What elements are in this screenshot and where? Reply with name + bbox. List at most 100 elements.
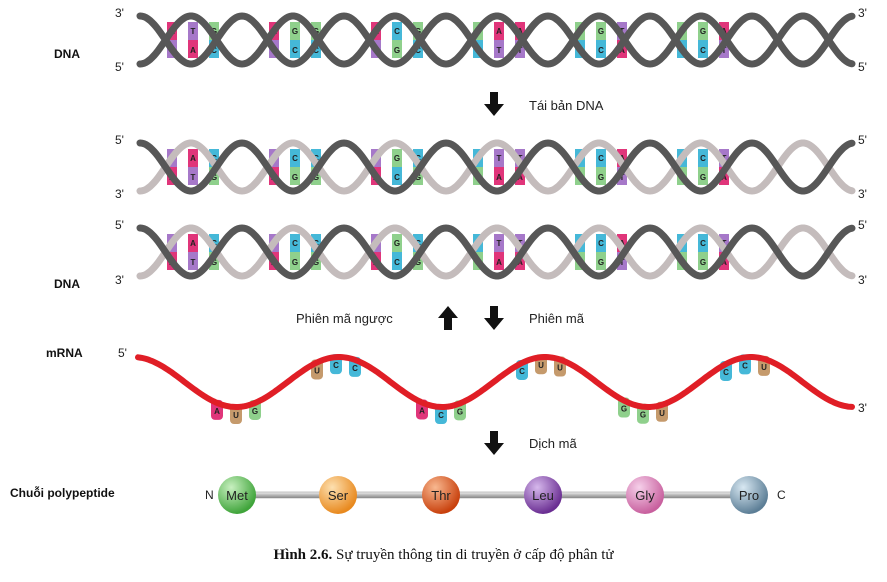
row1-right-bottom-end: 5' bbox=[858, 60, 867, 74]
base-letter: T bbox=[620, 258, 625, 267]
base-letter: C bbox=[700, 239, 706, 248]
base-letter: C bbox=[700, 46, 706, 55]
base-letter: A bbox=[496, 258, 502, 267]
row2-left-top-end: 5' bbox=[115, 133, 124, 147]
replication-arrow-icon bbox=[484, 92, 504, 116]
replication-label: Tái bản DNA bbox=[529, 98, 604, 113]
base-bar-G bbox=[698, 167, 708, 185]
base-letter: C bbox=[598, 239, 604, 248]
dna-daughter-2-strand-a bbox=[136, 224, 856, 280]
base-bar-G bbox=[596, 252, 606, 270]
rna-base-letter: U bbox=[659, 409, 665, 418]
base-letter: T bbox=[722, 46, 727, 55]
base-letter: C bbox=[598, 46, 604, 55]
base-letter: A bbox=[496, 173, 502, 182]
row2-right-top-end: 5' bbox=[858, 133, 867, 147]
base-letter: A bbox=[190, 46, 196, 55]
translation-arrow-icon bbox=[484, 431, 504, 455]
rna-base-letter: U bbox=[557, 364, 563, 373]
mrna-right-end: 3' bbox=[858, 401, 867, 415]
base-letter: G bbox=[700, 173, 706, 182]
row1-left-bottom-end: 5' bbox=[115, 60, 124, 74]
base-letter: C bbox=[598, 154, 604, 163]
base-letter: A bbox=[190, 154, 196, 163]
base-letter: A bbox=[721, 173, 727, 182]
base-letter: T bbox=[191, 173, 196, 182]
base-letter: C bbox=[394, 173, 400, 182]
rna-base-letter: C bbox=[723, 368, 729, 377]
base-letter: C bbox=[394, 258, 400, 267]
rna-base-letter: C bbox=[352, 364, 358, 373]
base-letter: G bbox=[211, 173, 217, 182]
translation-label: Dịch mã bbox=[529, 436, 577, 451]
figure-caption: Hình 2.6. Sự truyền thông tin di truyền … bbox=[0, 547, 887, 564]
rna-base-letter: G bbox=[457, 407, 463, 416]
base-letter: G bbox=[292, 173, 298, 182]
base-bar-T bbox=[494, 149, 504, 167]
base-letter: C bbox=[415, 46, 421, 55]
base-letter: G bbox=[598, 173, 604, 182]
amino-acid-label: Thr bbox=[431, 488, 451, 503]
base-letter: G bbox=[700, 258, 706, 267]
base-letter: A bbox=[721, 258, 727, 267]
amino-acid-ball bbox=[524, 476, 562, 514]
base-letter: T bbox=[497, 154, 502, 163]
peptide-bond-bar bbox=[221, 491, 763, 499]
amino-acid-pro: Pro bbox=[730, 476, 768, 514]
amino-acid-met: Met bbox=[218, 476, 256, 514]
base-bar-C bbox=[698, 149, 708, 167]
base-letter: A bbox=[619, 46, 625, 55]
dna-daughter-2-strand-b bbox=[136, 224, 856, 280]
base-bar-A bbox=[188, 40, 198, 58]
base-bar-T bbox=[188, 252, 198, 270]
base-bar-C bbox=[392, 22, 402, 40]
rna-base-letter: A bbox=[419, 406, 425, 415]
base-bar-T bbox=[188, 167, 198, 185]
base-bar-C bbox=[392, 252, 402, 270]
base-bar-A bbox=[494, 252, 504, 270]
amino-acid-ball bbox=[218, 476, 256, 514]
base-letter: C bbox=[700, 154, 706, 163]
amino-acid-ball bbox=[730, 476, 768, 514]
base-letter: G bbox=[313, 173, 319, 182]
base-bar-T bbox=[188, 22, 198, 40]
rna-base-letter: C bbox=[742, 361, 748, 370]
base-bar-C bbox=[596, 149, 606, 167]
mrna-left-end: 5' bbox=[118, 346, 127, 360]
dna-daughter-1-strand-b bbox=[136, 139, 856, 195]
base-letter: G bbox=[598, 27, 604, 36]
row2-left-bottom-end: 3' bbox=[115, 187, 124, 201]
base-letter: A bbox=[517, 173, 523, 182]
dna-bottom-label: DNA bbox=[54, 277, 80, 291]
rna-base-letter: G bbox=[640, 411, 646, 420]
amino-acid-label: Pro bbox=[739, 488, 759, 503]
base-letter: T bbox=[191, 258, 196, 267]
base-bar-C bbox=[698, 40, 708, 58]
base-bar-G bbox=[392, 40, 402, 58]
base-letter: G bbox=[394, 46, 400, 55]
base-bar-G bbox=[596, 167, 606, 185]
row1-left-top-end: 3' bbox=[115, 6, 124, 20]
base-letter: G bbox=[211, 258, 217, 267]
mrna-label: mRNA bbox=[46, 346, 83, 360]
base-bar-G bbox=[290, 167, 300, 185]
base-bar-G bbox=[290, 252, 300, 270]
amino-acid-label: Met bbox=[226, 488, 248, 503]
base-bar-A bbox=[494, 167, 504, 185]
rna-base-letter: C bbox=[333, 361, 339, 370]
base-bar-T bbox=[494, 234, 504, 252]
base-letter: T bbox=[191, 27, 196, 36]
amino-acid-gly: Gly bbox=[626, 476, 664, 514]
base-bar-C bbox=[698, 234, 708, 252]
base-letter: C bbox=[313, 46, 319, 55]
rna-base-letter: U bbox=[761, 363, 767, 372]
reverse-transcription-label: Phiên mã ngược bbox=[296, 311, 393, 326]
base-letter: G bbox=[700, 27, 706, 36]
row2-right-bottom-end: 3' bbox=[858, 187, 867, 201]
